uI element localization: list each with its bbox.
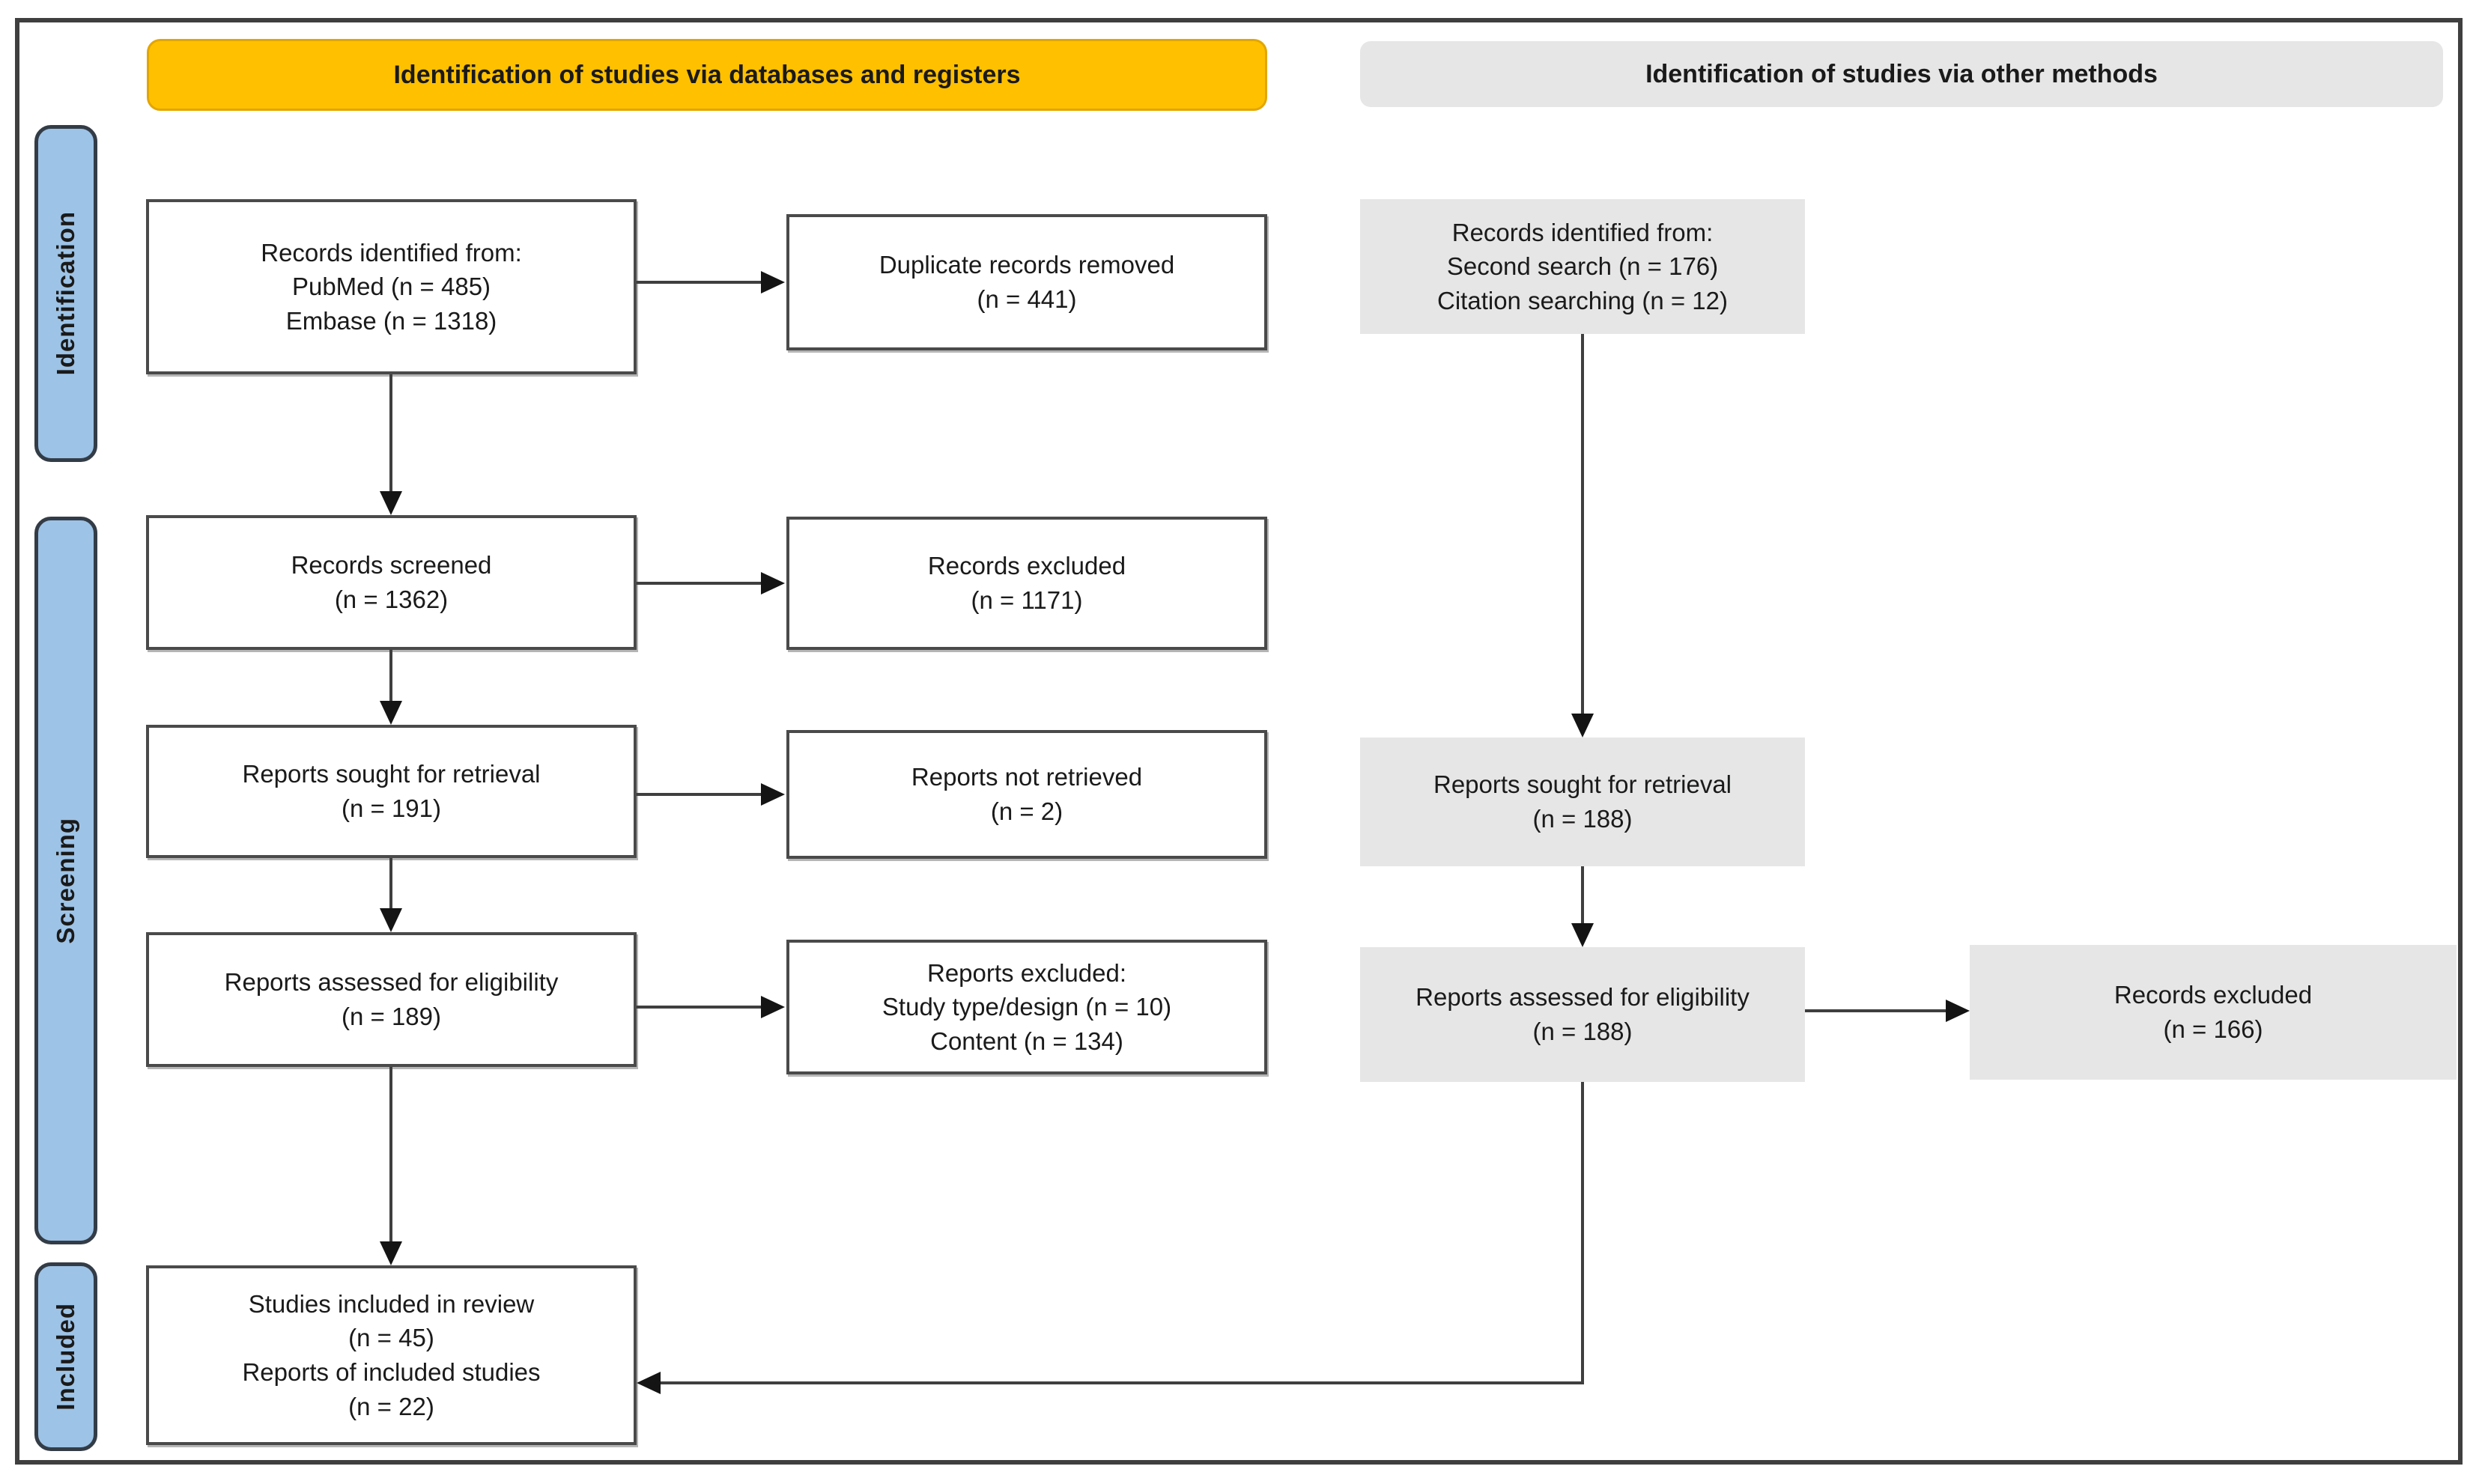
stage-included-label: Included	[52, 1303, 79, 1411]
header-other-methods: Identification of studies via other meth…	[1360, 41, 2443, 107]
box-line: Citation searching (n = 12)	[1437, 286, 1728, 314]
box-line: (n = 1171)	[971, 586, 1083, 614]
box-reports-sought-databases: Reports sought for retrieval (n = 191)	[146, 725, 637, 858]
stage-identification: Identification	[34, 125, 97, 462]
box-line: PubMed (n = 485)	[291, 273, 491, 301]
box-line: Studies included in review	[248, 1289, 535, 1318]
box-records-identified-other: Records identified from: Second search (…	[1360, 199, 1805, 334]
box-records-excluded: Records excluded (n = 1171)	[786, 517, 1267, 650]
box-line: Content (n = 134)	[930, 1027, 1123, 1055]
box-line: Records excluded	[927, 552, 1126, 580]
box-duplicates-removed: Duplicate records removed (n = 441)	[786, 214, 1267, 350]
box-line: (n = 189)	[342, 1003, 441, 1030]
box-line: Reports assessed for eligibility	[1416, 983, 1750, 1012]
box-line: Reports excluded:	[927, 958, 1126, 987]
box-line: Records excluded	[2114, 981, 2313, 1009]
header-databases-registers: Identification of studies via databases …	[147, 39, 1267, 111]
box-line: Duplicate records removed	[879, 251, 1175, 279]
box-line: Reports not retrieved	[911, 763, 1143, 791]
box-line: (n = 2)	[990, 797, 1063, 825]
box-studies-included: Studies included in review (n = 45) Repo…	[146, 1265, 637, 1445]
box-line: Second search (n = 176)	[1446, 252, 1719, 281]
box-reports-assessed-other: Reports assessed for eligibility (n = 18…	[1360, 947, 1805, 1082]
stage-identification-label: Identification	[52, 211, 79, 376]
box-records-screened: Records screened (n = 1362)	[146, 515, 637, 650]
box-records-identified-databases: Records identified from: PubMed (n = 485…	[146, 199, 637, 374]
box-line: Reports sought for retrieval	[242, 760, 541, 788]
header-databases-label: Identification of studies via databases …	[393, 60, 1021, 89]
stage-screening-label: Screening	[52, 817, 79, 944]
box-line: Records screened	[291, 551, 492, 580]
box-line: (n = 191)	[342, 794, 441, 822]
box-line: Embase (n = 1318)	[285, 306, 497, 335]
stage-screening: Screening	[34, 517, 97, 1244]
box-line: (n = 441)	[977, 285, 1077, 313]
box-line: (n = 45)	[348, 1324, 434, 1352]
stage-included: Included	[34, 1262, 97, 1451]
box-line: (n = 166)	[2163, 1015, 2263, 1043]
box-line: Records identified from:	[1451, 218, 1714, 246]
box-reports-not-retrieved: Reports not retrieved (n = 2)	[786, 730, 1267, 859]
box-line: (n = 188)	[1532, 1018, 1633, 1045]
box-line: (n = 1362)	[334, 586, 449, 613]
box-line: Reports assessed for eligibility	[224, 968, 559, 997]
box-line: Reports of included studies	[242, 1358, 541, 1386]
header-other-methods-label: Identification of studies via other meth…	[1645, 59, 2158, 88]
box-line: (n = 22)	[348, 1392, 434, 1420]
box-reports-excluded-reasons: Reports excluded: Study type/design (n =…	[786, 940, 1267, 1074]
box-records-excluded-other: Records excluded (n = 166)	[1970, 945, 2457, 1080]
box-reports-assessed-databases: Reports assessed for eligibility (n = 18…	[146, 932, 637, 1067]
box-line: Study type/design (n = 10)	[882, 993, 1172, 1021]
box-line: Records identified from:	[261, 238, 522, 267]
box-line: Reports sought for retrieval	[1433, 770, 1732, 799]
box-line: (n = 188)	[1532, 805, 1633, 833]
box-reports-sought-other: Reports sought for retrieval (n = 188)	[1360, 738, 1805, 866]
